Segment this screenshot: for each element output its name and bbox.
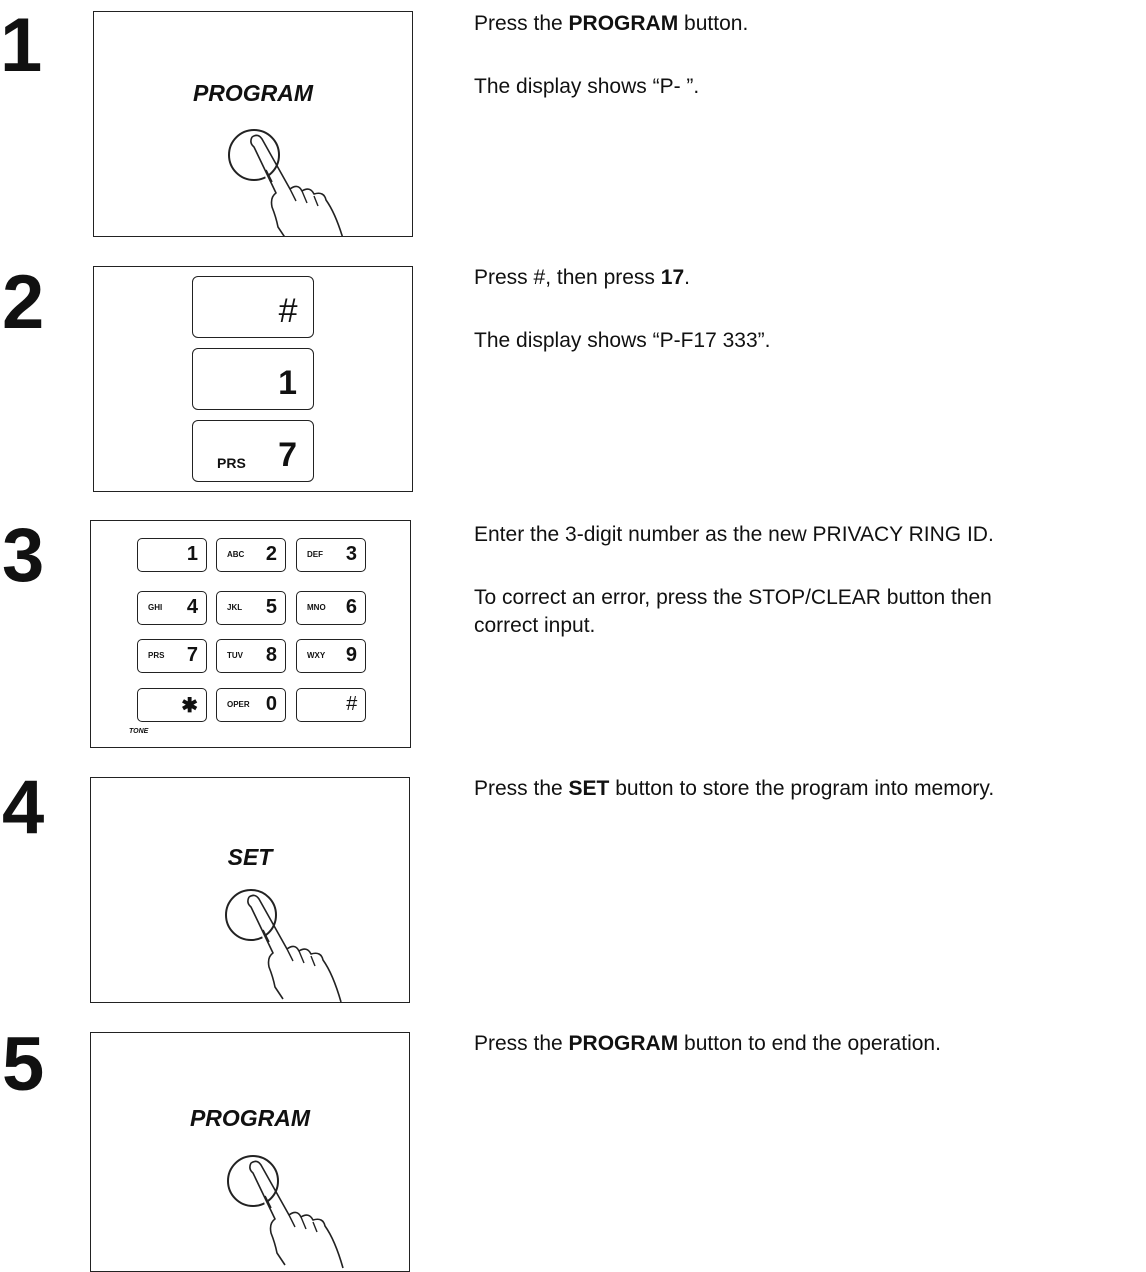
instruction-line: The display shows “P-F17 333”. <box>474 327 770 354</box>
tone-label: TONE <box>129 728 148 735</box>
key-digit: 1 <box>187 543 198 566</box>
text-run: The display shows “P-F17 333”. <box>474 329 770 352</box>
text-run: button to end the operation. <box>678 1032 941 1055</box>
text-run: Press #, then press <box>474 266 661 289</box>
key-letters: OPER <box>227 700 250 709</box>
key-digit: 6 <box>346 596 357 619</box>
key-digit: ✱ <box>181 693 198 718</box>
instruction-line: Enter the 3-digit number as the new PRIV… <box>474 521 994 548</box>
step-number: 5 <box>2 1027 42 1103</box>
text-run-bold: PROGRAM <box>569 1032 679 1055</box>
instruction-line: correct input. <box>474 612 994 639</box>
text-run-bold: SET <box>569 777 610 800</box>
key-digit: 2 <box>266 543 277 566</box>
key-digit: 8 <box>266 644 277 667</box>
step-number: 3 <box>2 518 42 594</box>
keypad-key: WXY 9 <box>296 639 366 673</box>
text-run: To correct an error, press the STOP/CLEA… <box>474 586 992 609</box>
text-run-bold: PROGRAM <box>569 12 679 35</box>
key-digit: 7 <box>187 644 198 667</box>
step-2-instructions: Press #, then press 17. The display show… <box>474 264 770 355</box>
instruction-line: The display shows “P- ”. <box>474 73 748 100</box>
keypad-key: DEF 3 <box>296 538 366 572</box>
key-digit: 0 <box>266 693 277 716</box>
key-digit: 7 <box>278 436 297 475</box>
text-run: Enter the 3-digit number as the new PRIV… <box>474 523 994 546</box>
step-4-illustration: SET <box>90 777 410 1003</box>
text-run: button. <box>678 12 748 35</box>
key-letters: WXY <box>307 651 325 660</box>
pressing-hand-icon <box>91 778 410 1003</box>
instruction-line: Press the PROGRAM button to end the oper… <box>474 1030 941 1057</box>
keypad-key: # <box>296 688 366 722</box>
key-digit: # <box>278 292 297 331</box>
keypad-key: GHI 4 <box>137 591 207 625</box>
step-4-instructions: Press the SET button to store the progra… <box>474 775 994 802</box>
key-letters: GHI <box>148 603 162 612</box>
key-digit: 5 <box>266 596 277 619</box>
keypad-key: JKL 5 <box>216 591 286 625</box>
keypad-key: ABC 2 <box>216 538 286 572</box>
text-run: button to store the program into memory. <box>609 777 994 800</box>
instruction-line: To correct an error, press the STOP/CLEA… <box>474 584 994 611</box>
key-digit: 4 <box>187 596 198 619</box>
digit-1-key: 1 <box>192 348 314 410</box>
instruction-line: Press #, then press 17. <box>474 264 770 291</box>
keypad-key: 1 <box>137 538 207 572</box>
key-letters: DEF <box>307 550 323 559</box>
step-2-illustration: # 1 PRS 7 <box>93 266 413 492</box>
text-run: Press the <box>474 1032 569 1055</box>
step-1-illustration: PROGRAM <box>93 11 413 237</box>
pressing-hand-icon <box>94 12 413 237</box>
key-digit: 1 <box>278 364 297 403</box>
key-letters: MNO <box>307 603 326 612</box>
step-3-instructions: Enter the 3-digit number as the new PRIV… <box>474 521 994 639</box>
key-letters: PRS <box>217 455 246 471</box>
key-letters: JKL <box>227 603 242 612</box>
instruction-line: Press the PROGRAM button. <box>474 10 748 37</box>
key-letters: TUV <box>227 651 243 660</box>
key-digit: 9 <box>346 644 357 667</box>
digit-7-key: PRS 7 <box>192 420 314 482</box>
step-5-instructions: Press the PROGRAM button to end the oper… <box>474 1030 941 1057</box>
text-run: correct input. <box>474 614 595 637</box>
step-5-illustration: PROGRAM <box>90 1032 410 1272</box>
step-number: 2 <box>2 265 42 341</box>
pressing-hand-icon <box>91 1033 410 1272</box>
keypad-key: ✱ <box>137 688 207 722</box>
instruction-line: Press the SET button to store the progra… <box>474 775 994 802</box>
key-letters: PRS <box>148 651 164 660</box>
step-1-instructions: Press the PROGRAM button. The display sh… <box>474 10 748 101</box>
text-run-bold: 17 <box>661 266 684 289</box>
keypad-key: TUV 8 <box>216 639 286 673</box>
step-number: 1 <box>0 8 40 84</box>
text-run: Press the <box>474 12 569 35</box>
keypad-key: PRS 7 <box>137 639 207 673</box>
text-run: . <box>684 266 690 289</box>
key-digit: # <box>346 693 357 716</box>
keypad-key: MNO 6 <box>296 591 366 625</box>
keypad-key: OPER 0 <box>216 688 286 722</box>
text-run: Press the <box>474 777 569 800</box>
hash-key: # <box>192 276 314 338</box>
key-digit: 3 <box>346 543 357 566</box>
key-letters: ABC <box>227 550 244 559</box>
text-run: The display shows “P- ”. <box>474 75 699 98</box>
step-number: 4 <box>2 770 42 846</box>
